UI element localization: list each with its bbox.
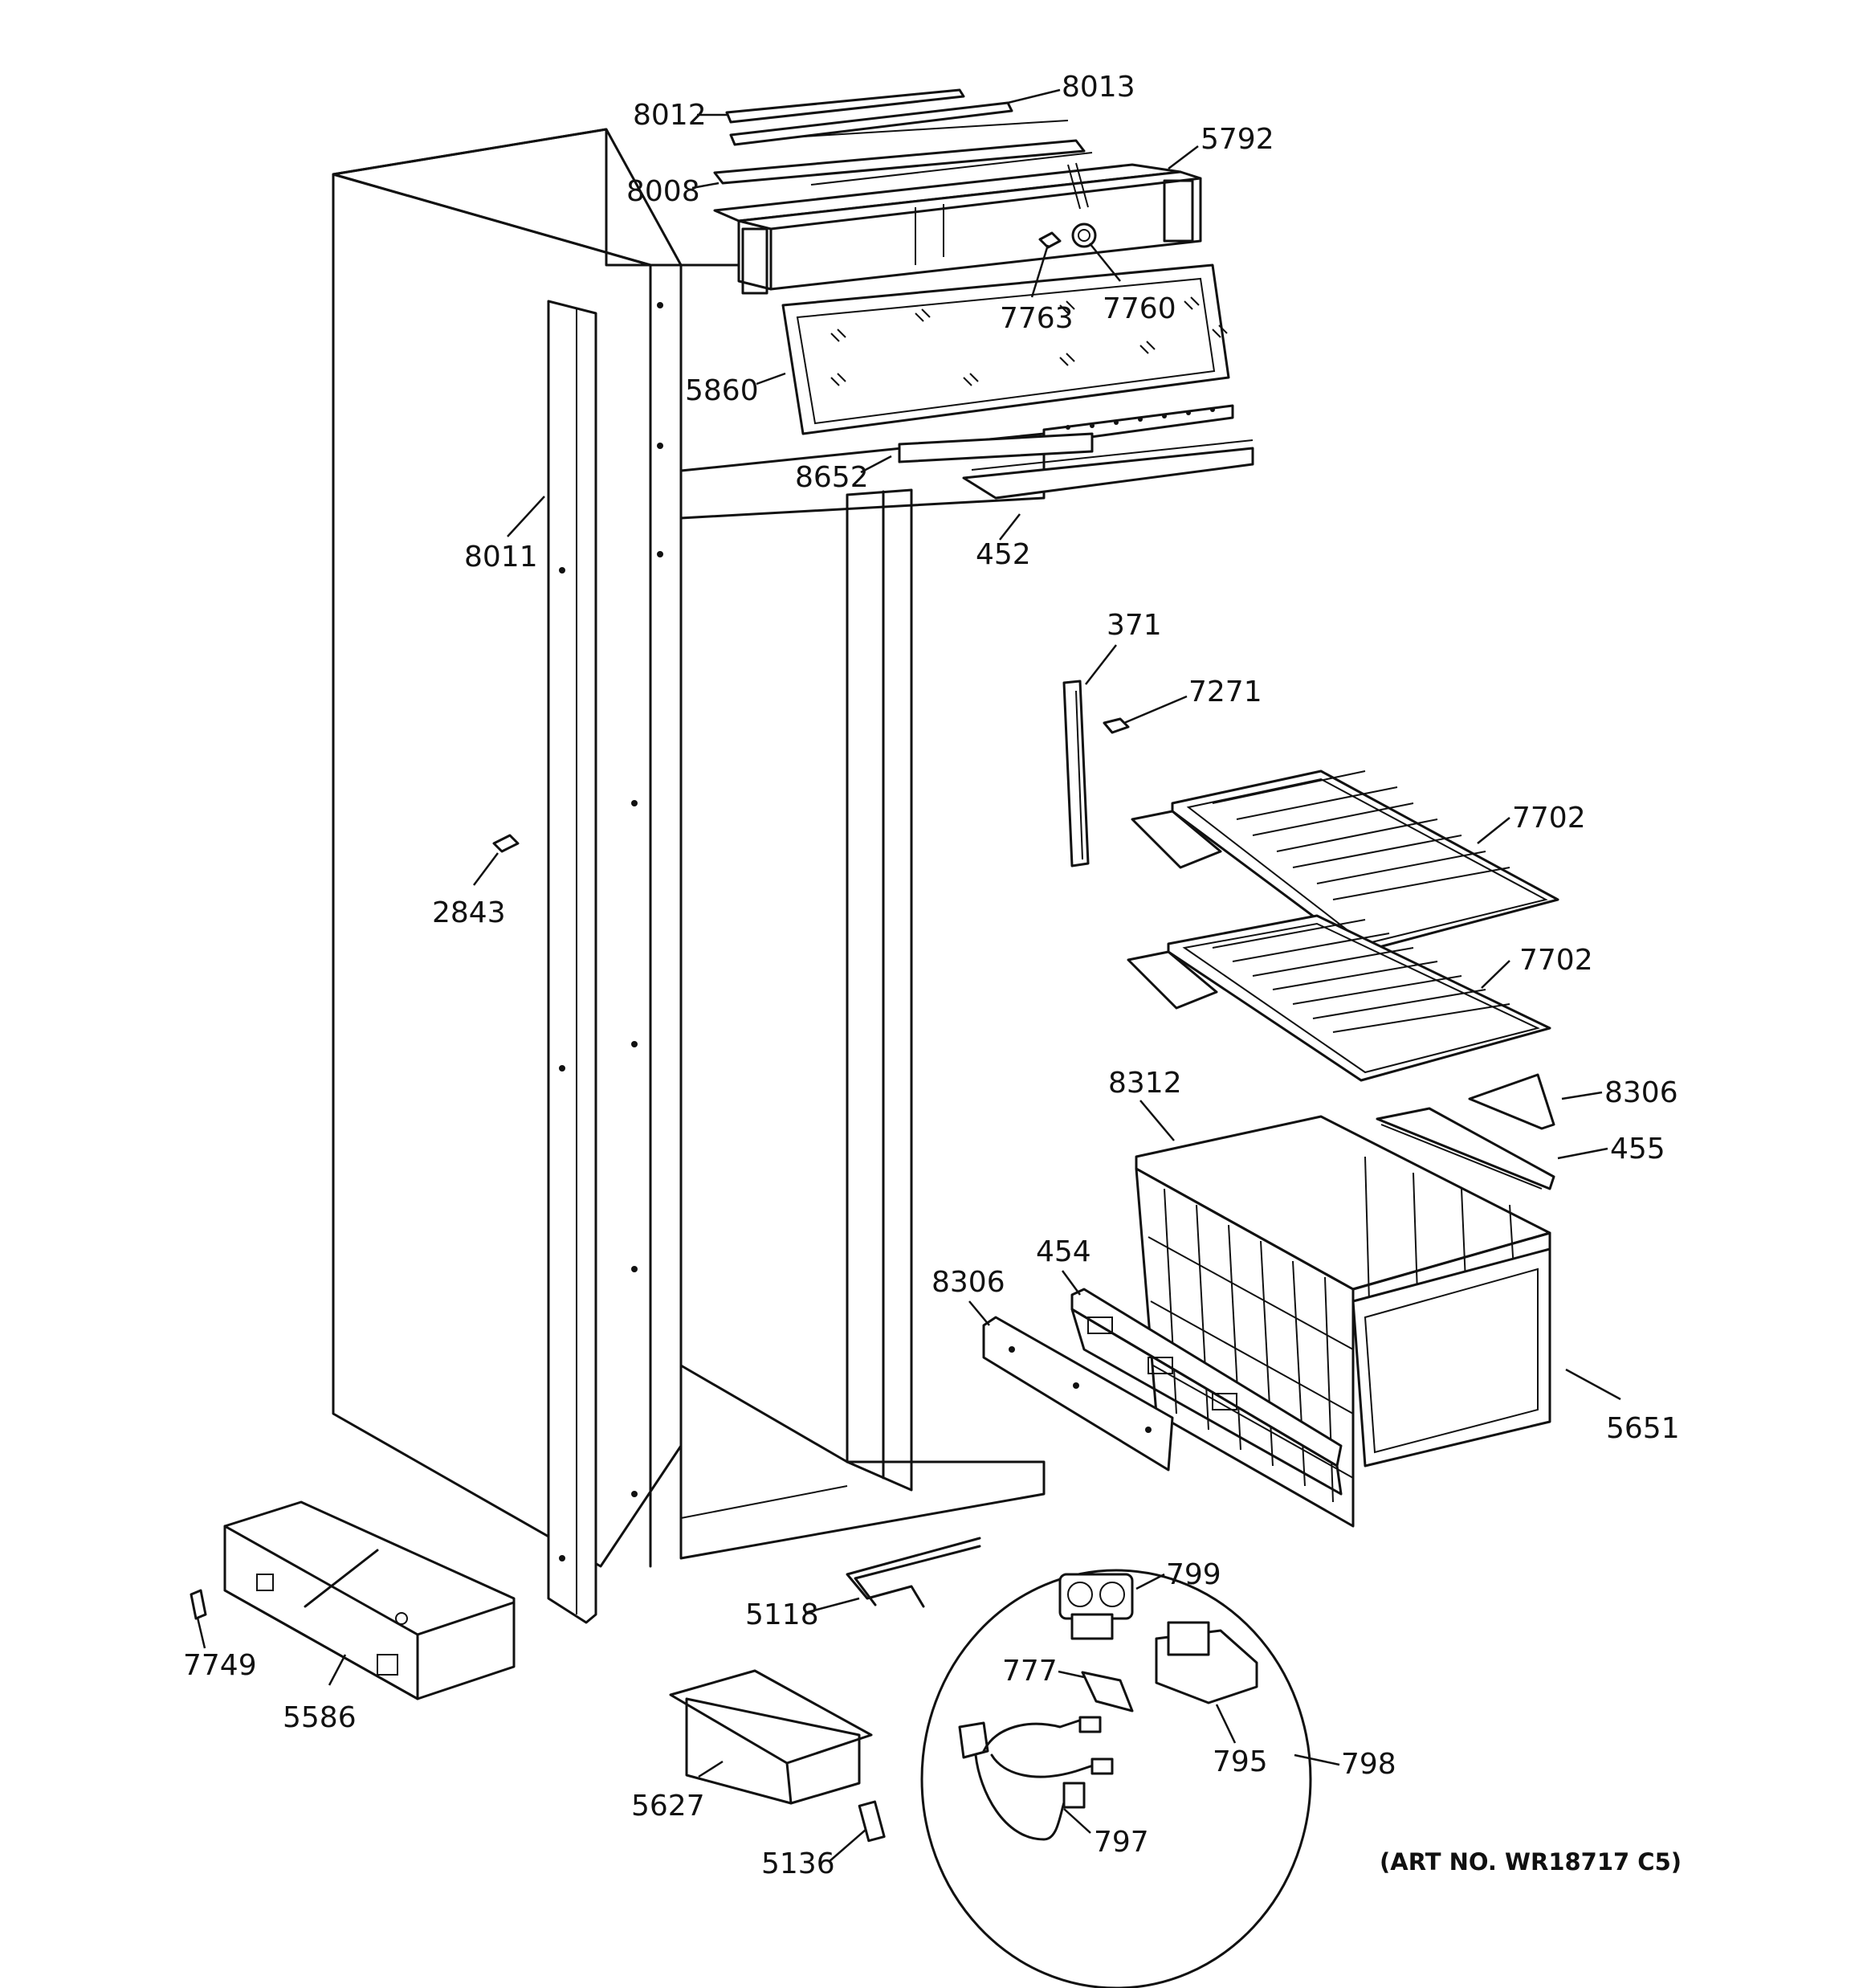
callout-labels: 8012 8013 5792 8008 7763 7760 5860 8652 … [183,71,1682,1880]
callout-454: 454 [1036,1235,1091,1268]
callout-5792: 5792 [1201,123,1274,156]
glass-panel-part [781,263,1230,435]
callout-7763: 7763 [1000,302,1074,335]
callout-2843: 2843 [432,896,506,929]
screw-part [492,834,520,853]
wire-shelf-upper [1131,769,1559,953]
callout-8652: 8652 [795,461,869,494]
callout-8013: 8013 [1062,71,1135,104]
ice-bin-part [669,1669,886,1843]
callout-7749: 7749 [183,1649,257,1682]
callout-5860: 5860 [685,374,759,407]
callout-777: 777 [1002,1655,1058,1688]
callout-5651: 5651 [1606,1412,1680,1445]
machine-tray-part [190,1500,516,1700]
callout-5586: 5586 [283,1701,357,1734]
callout-8008: 8008 [626,175,700,208]
callout-5627: 5627 [631,1790,705,1823]
control-housing-part [737,162,1202,295]
callout-8012: 8012 [633,99,707,132]
callout-5118: 5118 [745,1598,819,1631]
wire-shelf-lower [1127,914,1551,1082]
callout-795: 795 [1213,1745,1268,1778]
top-trim-parts [713,88,1182,222]
freezer-basket-part [1135,1115,1551,1528]
callout-8312: 8312 [1108,1067,1182,1100]
callout-8306-upper: 8306 [1604,1076,1678,1109]
callout-5136: 5136 [761,1847,835,1880]
callout-7702-upper: 7702 [1512,802,1586,835]
art-number: (ART NO. WR18717 C5) [1380,1848,1682,1876]
callout-8306-lower: 8306 [932,1266,1005,1299]
drawer-track-part [982,1316,1174,1472]
valve-detail-circle [920,1569,1312,1988]
callout-452: 452 [976,538,1031,571]
callout-7702-lower: 7702 [1519,944,1593,977]
callout-7760: 7760 [1103,292,1176,325]
callout-8011: 8011 [464,541,538,574]
callout-455: 455 [1610,1133,1665,1165]
lower-trim-parts [898,404,1254,500]
leader-lines [196,88,1621,1863]
drawer-slide-lower [1070,1288,1343,1496]
drawer-slide-upper [1376,1073,1555,1190]
trim-strip-part [547,300,597,1624]
callout-7271: 7271 [1188,676,1262,708]
shelf-rail-part [1062,680,1130,867]
callout-371: 371 [1107,609,1162,642]
rod-part [846,1537,981,1608]
callout-797: 797 [1094,1826,1149,1859]
callout-799: 799 [1166,1558,1221,1591]
callout-798: 798 [1341,1748,1396,1781]
